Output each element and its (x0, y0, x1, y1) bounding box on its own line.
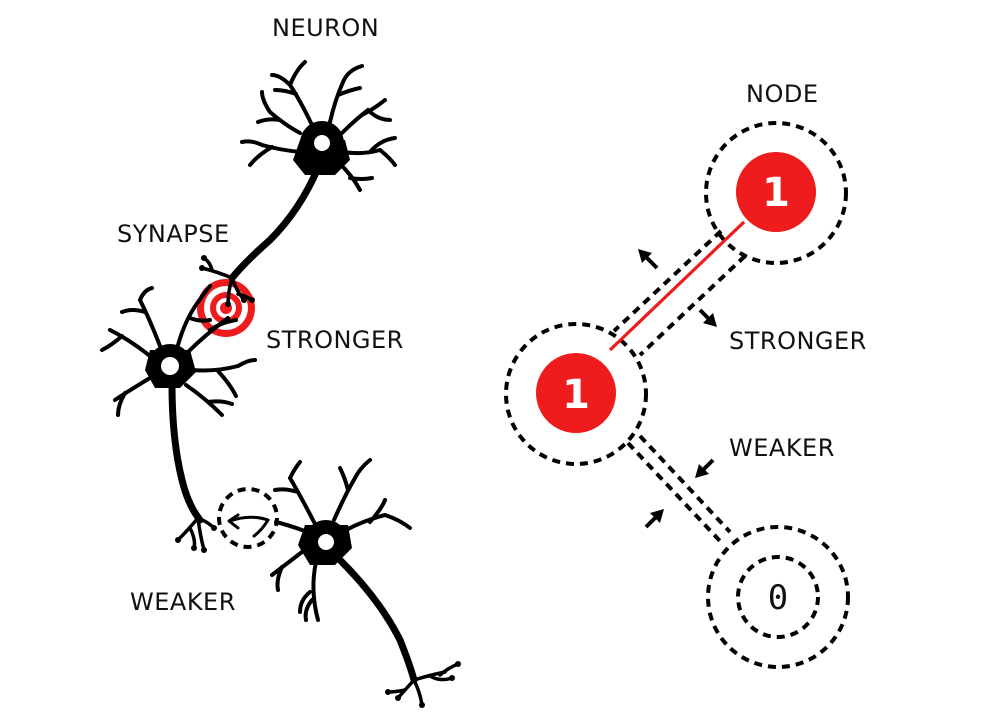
weak-connection (626, 434, 732, 543)
neuron-middle (100, 284, 257, 553)
left-panel: NEURON SYNAPSE STRONGER WEAKER (100, 14, 461, 708)
node-top-core (736, 152, 816, 232)
right-panel: NODE STRONGER WEAKER 1 1 (504, 80, 867, 669)
weak-synapse-arrow-icon (228, 515, 270, 523)
right-weaker-label: WEAKER (729, 434, 835, 462)
arrow-inward-lower-icon (644, 509, 664, 529)
node-middle: 1 (504, 322, 648, 466)
node-bottom: 0 (706, 525, 850, 669)
node-top-value: 1 (762, 170, 790, 216)
neuron-top-nucleus (314, 135, 330, 151)
neuron-bottom-nucleus (318, 534, 334, 550)
neuron-middle-nucleus (161, 357, 179, 375)
node-top: 1 (704, 121, 848, 265)
arrow-down-right-icon (698, 308, 717, 327)
node-title: NODE (746, 80, 819, 108)
strong-synapse-target (197, 279, 255, 337)
neuron-top (199, 60, 397, 307)
synapse-label: SYNAPSE (117, 220, 230, 248)
left-weaker-label: WEAKER (130, 588, 236, 616)
left-stronger-label: STRONGER (266, 326, 404, 354)
neuron-title: NEURON (272, 14, 379, 42)
node-bottom-core (736, 555, 820, 639)
weaker-arrows (644, 458, 715, 529)
node-middle-ring (504, 322, 648, 466)
arrow-up-left-icon (638, 249, 659, 270)
node-top-ring (704, 121, 848, 265)
right-stronger-label: STRONGER (729, 327, 867, 355)
node-middle-core (536, 353, 616, 433)
arrow-inward-upper-icon (695, 458, 715, 478)
node-bottom-ring (706, 525, 850, 669)
node-bottom-value: 0 (768, 578, 788, 618)
stronger-arrows (638, 249, 717, 327)
weak-synapse-ring (217, 487, 279, 549)
node-middle-value: 1 (562, 372, 590, 418)
weak-synapse (217, 487, 279, 549)
neuron-bottom (270, 458, 461, 708)
